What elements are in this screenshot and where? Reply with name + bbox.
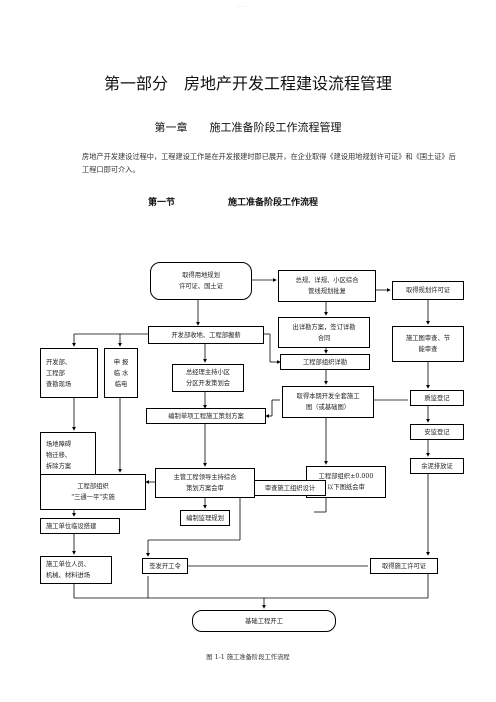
box-supervision-plan: 编制监理规划 [180, 510, 230, 526]
box-lead-review-meeting: 主管工程领导主持综合 策划方案会审 [155, 468, 255, 498]
box-full-drawings: 取得本期开发全套施工 图（或基础图） [282, 386, 374, 418]
box-start-land-permit: 取得用地规划 许可证、国土证 [150, 262, 252, 300]
box-temp-facilities: 施工单位临设搭建 [40, 518, 120, 534]
box-construction-org-review: 审查施工组织设计 [254, 480, 326, 496]
header-mark: ----- [236, 4, 248, 9]
box-start-order: 签发开工令 [142, 558, 188, 574]
box-temp-utilities: 申 报 临 水 临电 [104, 348, 138, 398]
box-mobilization: 施工单位人员、 机械、材料进场 [40, 556, 112, 584]
box-planning-permit: 取得规划许可证 [392, 281, 464, 300]
intro-paragraph: 房地产开发建设过程中，工程建设工作是在开发报建时即已展开，在企业取得《建设用地规… [82, 152, 456, 174]
box-mud-discharge-permit: 余泥排放证 [410, 458, 464, 474]
box-single-project-plan: 编制单项工程施工策划方案 [146, 408, 266, 424]
box-safety-registration: 安监登记 [410, 424, 464, 440]
figure-caption: 图 1-1 施工准备阶段工作流程 [206, 654, 290, 661]
box-drawing-review: 施工图审查、节 能审查 [392, 326, 464, 362]
box-detailed-survey: 工程部组织详勘 [280, 354, 370, 370]
box-foundation-start: 基础工程开工 [192, 610, 336, 632]
part-title: 第一部分 房地产开发工程建设流程管理 [103, 74, 392, 93]
section-number: 第一节 [148, 198, 176, 208]
section-title: 施工准备阶段工作流程 [228, 198, 319, 208]
box-construction-permit: 取得施工许可证 [370, 558, 438, 574]
box-detailed-survey-plan: 出详勘方案，签订详勘 合同 [278, 317, 370, 348]
box-site-clearing: 场地障碍 物迁移、 拆除方案 [40, 432, 96, 478]
box-three-connections: 工程部组织 "三通一平"实施 [40, 474, 146, 510]
chapter-title: 第一章 施工准备阶段工作流程管理 [154, 121, 342, 134]
box-gm-planning-meeting: 总经理主持小区 分区开发策划会 [172, 364, 244, 392]
box-land-acquisition: 开发部收地、工程部搬薪 [148, 326, 264, 344]
box-quality-registration: 质监登记 [410, 390, 464, 406]
box-overall-plan-approval: 总规、详规、小区综合 管线规划批复 [278, 270, 376, 302]
box-site-survey: 开发部、 工程部 查勘现场 [40, 348, 98, 398]
